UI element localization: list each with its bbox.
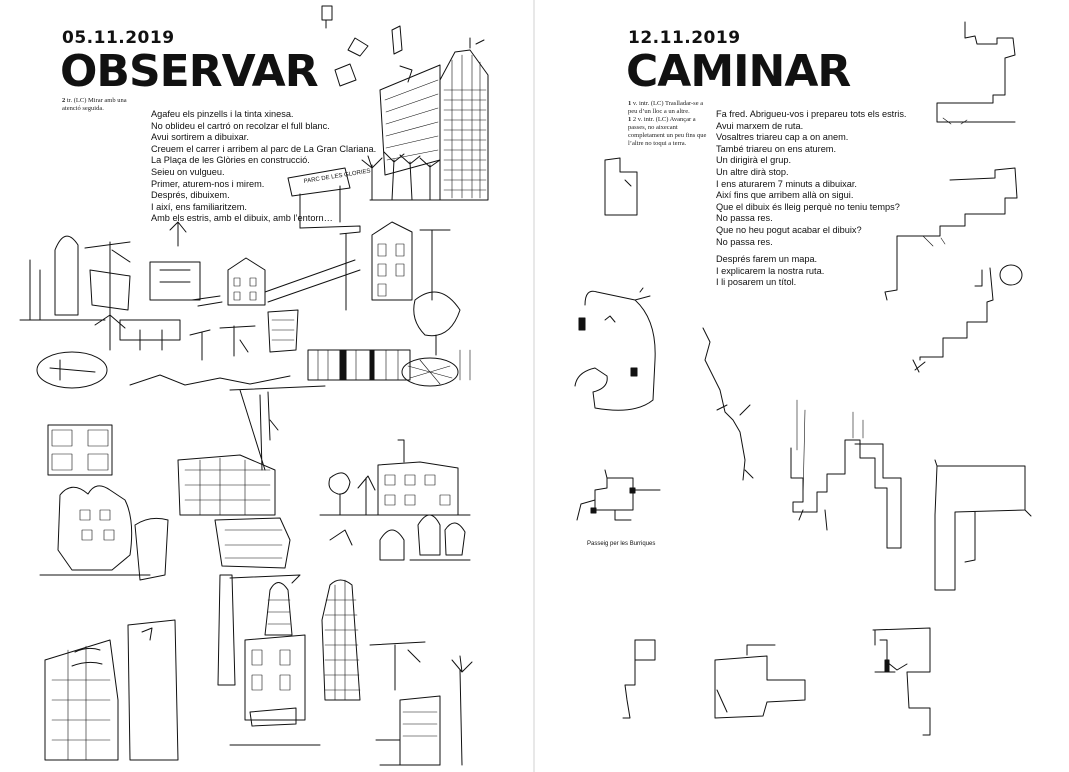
- poem-line: No oblideu el cartró on recolzar el full…: [151, 120, 330, 131]
- poem-line: Primer, aturem-nos i mirem.: [151, 178, 265, 189]
- poem-observar: Agafeu els pinzells i la tinta xinesa. N…: [151, 109, 376, 225]
- poem-line: I li posarem un títol.: [716, 277, 797, 288]
- date-observar: 05.11.2019: [62, 28, 175, 48]
- poem-line: Un dirigirà el grup.: [716, 155, 792, 166]
- poem-line: No passa res.: [716, 236, 773, 247]
- poem-line: Que el dibuix és lleig perquè no teniu t…: [716, 201, 900, 212]
- poem-line: Després, dibuixem.: [151, 190, 230, 201]
- poem-line: I així, ens familiaritzem.: [151, 201, 247, 212]
- poem-line: Avui marxem de ruta.: [716, 120, 804, 131]
- poem-line: Que no heu pogut acabar el dibuix?: [716, 224, 862, 235]
- observar-sketches: PARC DE LES GLORIES: [19, 5, 489, 766]
- poem-line: Així fins que arribem allà on sigui.: [716, 190, 854, 201]
- definition-1-text: v. intr. (LC) Traslladar-se a peu d’un l…: [628, 100, 704, 115]
- caminar-route-maps: Passeig per les Burriques: [574, 21, 1032, 736]
- definition-1-number: 1: [628, 100, 632, 107]
- definition-number: 2: [62, 97, 66, 104]
- poem-line: Creuem el carrer i arribem al parc de La…: [151, 143, 377, 154]
- definition-2: 1 2 v. intr. (LC) Avançar a passes, no a…: [628, 116, 708, 148]
- definition-observar: 2 tr. (LC) Mirar amb una atenció seguida…: [62, 97, 142, 113]
- poem-line: Avui sortirem a dibuixar.: [151, 132, 249, 143]
- definition-2-number: 1: [628, 116, 632, 123]
- map-caption: Passeig per les Burriques: [587, 541, 655, 547]
- poem-line: Seieu on vulgueu.: [151, 166, 225, 177]
- definition-text: tr. (LC) Mirar amb una atenció seguida.: [62, 97, 127, 112]
- page-caminar: Passeig per les Burriques 12.11.2019 CAM…: [535, 0, 1069, 772]
- poem-line: Amb els estris, amb el dibuix, amb l’ent…: [151, 213, 333, 224]
- page-observar: PARC DE LES GLORIES: [0, 0, 534, 772]
- title-observar: OBSERVAR: [60, 46, 319, 97]
- poem-line: Vosaltres triareu cap a on anem.: [716, 132, 849, 143]
- poem-line: Fa fred. Abrigueu-vos i prepareu tots el…: [716, 109, 907, 119]
- poem-line: Després farem un mapa.: [716, 254, 818, 265]
- definition-2-text: 2 v. intr. (LC) Avançar a passes, no aix…: [628, 116, 707, 147]
- poem-line: I ens aturarem 7 minuts a dibuixar.: [716, 178, 857, 189]
- poem-line: La Plaça de les Glòries en construcció.: [151, 155, 310, 166]
- definition-caminar: 1 v. intr. (LC) Traslladar-se a peu d’un…: [628, 100, 708, 148]
- title-caminar: CAMINAR: [626, 46, 851, 97]
- date-caminar: 12.11.2019: [628, 28, 741, 48]
- poem-line: I explicarem la nostra ruta.: [716, 265, 825, 276]
- poem-line: Agafeu els pinzells i la tinta xinesa.: [151, 109, 294, 119]
- page-gutter: [533, 0, 535, 772]
- poem-line: També triareu on ens aturem.: [716, 143, 837, 154]
- poem-line: No passa res.: [716, 213, 773, 224]
- definition-1: 1 v. intr. (LC) Traslladar-se a peu d’un…: [628, 100, 708, 116]
- poem-caminar: Fa fred. Abrigueu-vos i prepareu tots el…: [716, 109, 906, 289]
- poem-line: Un altre dirà stop.: [716, 166, 789, 177]
